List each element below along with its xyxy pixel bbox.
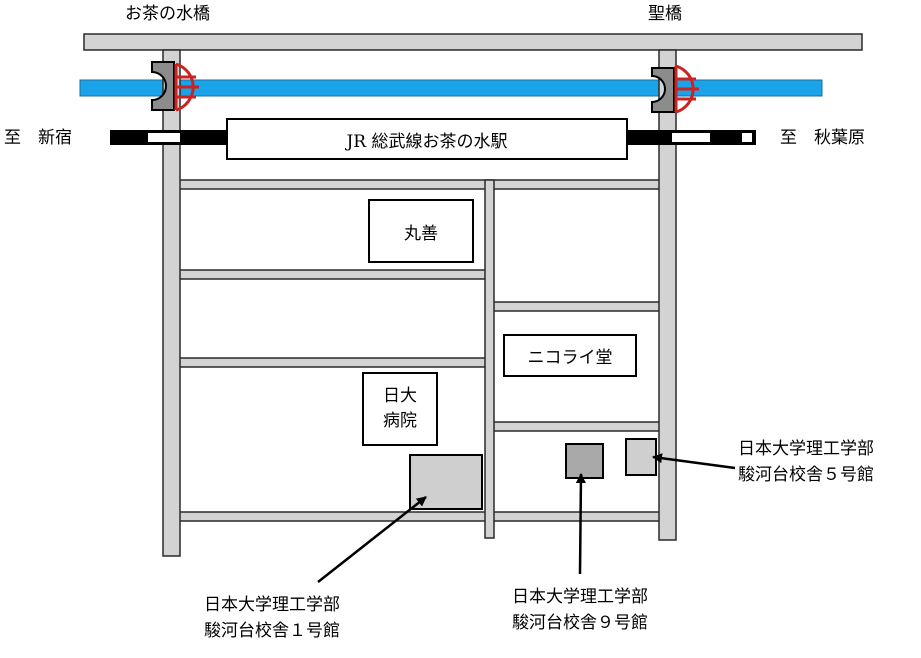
label-building-5: 日本大学理工学部 駿河台校舎５号館 [738,436,874,489]
hospital-line-1: 日大 [383,386,417,407]
street-4 [171,357,491,368]
road-top [83,33,863,51]
label-building-9-line2: 駿河台校舎９号館 [512,613,648,634]
label-building-5-line2: 駿河台校舎５号館 [738,465,874,486]
building-5-marker [625,438,657,476]
label-ochanomizu-bridge: お茶の水橋 [125,4,210,24]
arrow-building-5 [652,453,736,470]
road-left [162,49,181,557]
street-6 [171,511,667,522]
label-building-5-line1: 日本大学理工学部 [738,439,874,459]
label-to-shinjuku: 至 新宿 [4,128,72,148]
nicholai-box: ニコライ堂 [503,334,637,377]
arrow-building-1 [317,496,427,583]
label-building-1-line1: 日本大学理工学部 [204,595,340,615]
arrow-building-9 [575,473,586,575]
road-right [658,49,677,541]
label-building-1: 日本大学理工学部 駿河台校舎１号館 [204,592,340,645]
street-5 [492,421,667,432]
label-building-1-line2: 駿河台校舎１号館 [204,621,340,642]
road-middle [484,179,495,539]
label-building-9-line1: 日本大学理工学部 [512,587,648,607]
railway-west [110,130,226,145]
label-building-9: 日本大学理工学部 駿河台校舎９号館 [512,584,648,637]
kanda-river [79,79,823,97]
hospital-box: 日大 病院 [362,372,438,446]
ochanomizu-bridge [151,61,199,112]
street-1 [171,179,667,190]
label-to-akihabara: 至 秋葉原 [780,128,865,148]
hospital-line-2: 病院 [383,411,417,431]
street-3 [492,301,667,312]
label-hijiri-bridge: 聖橋 [648,4,682,24]
railway-east [628,130,756,145]
hijiri-bridge [651,64,699,114]
station-box: JR 総武線お茶の水駅 [226,118,628,160]
street-2 [171,269,491,280]
maruzen-box: 丸善 [368,199,474,263]
building-9-marker [565,443,604,479]
